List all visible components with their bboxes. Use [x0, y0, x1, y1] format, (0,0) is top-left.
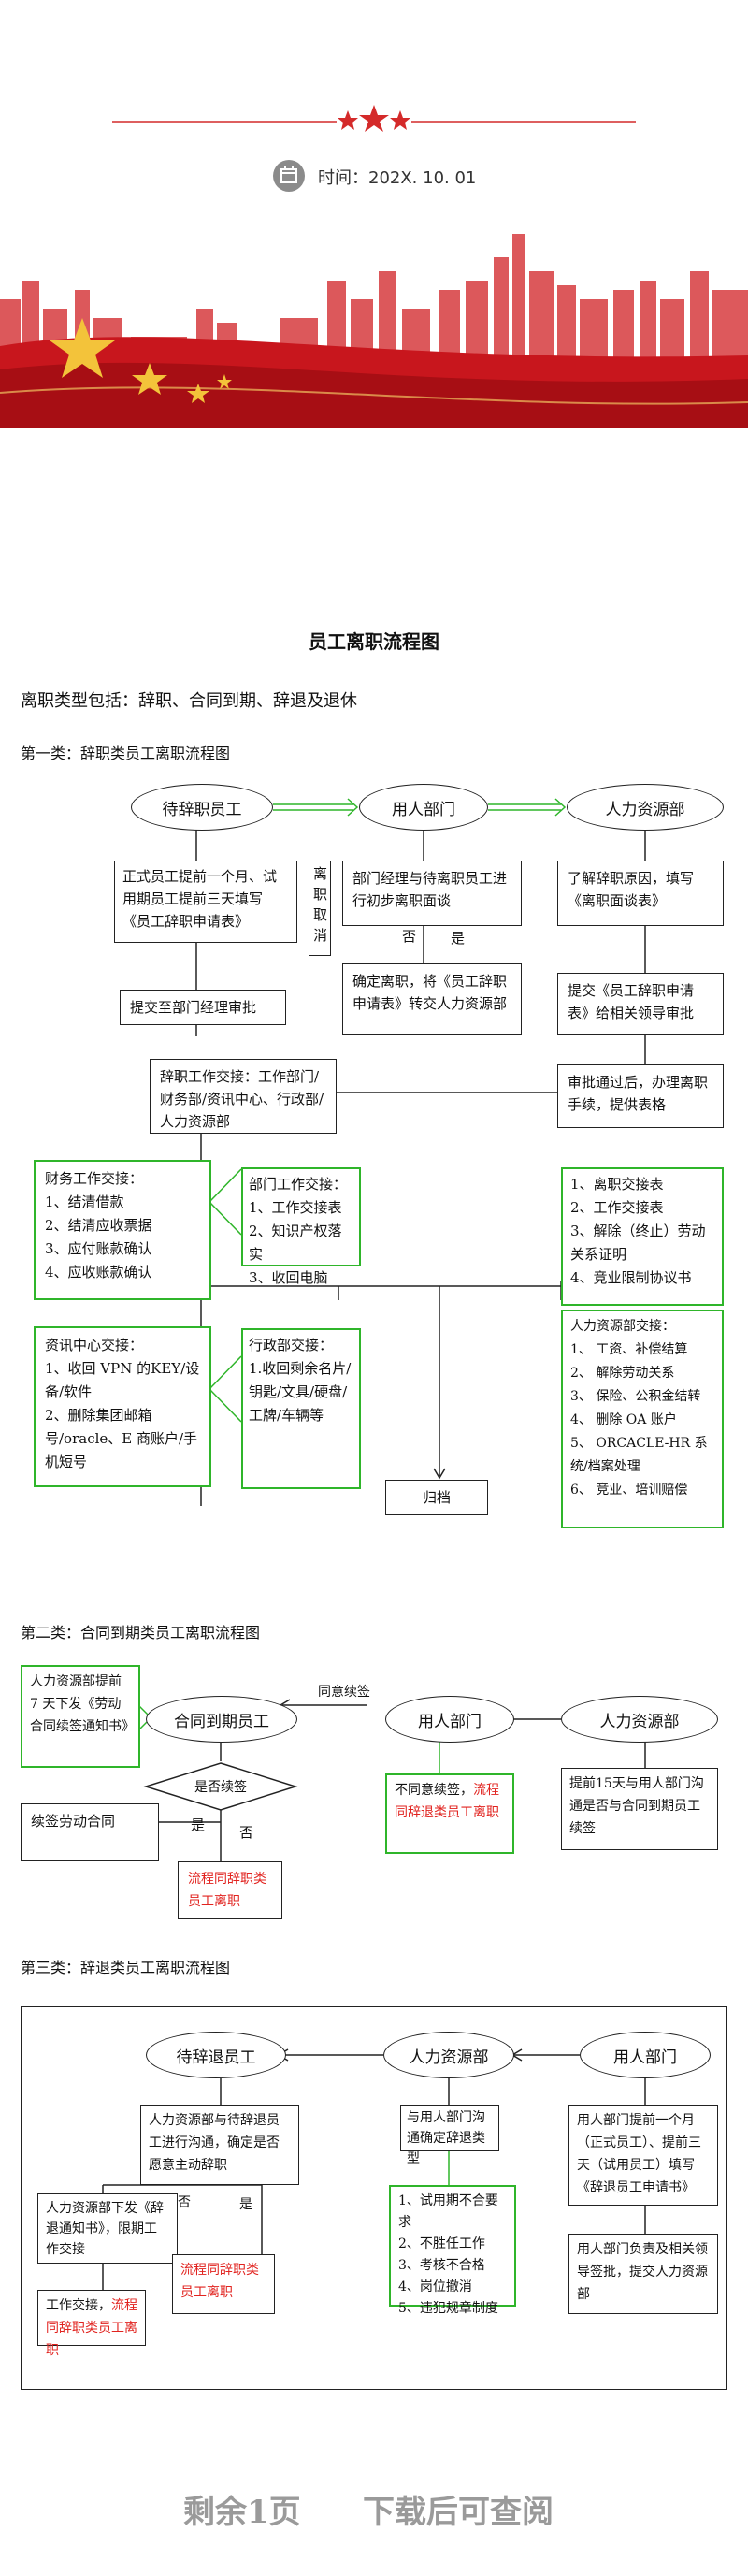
s1-label-no: 否 [402, 928, 417, 945]
list-item: 4、 删除 OA 账户 [570, 1412, 677, 1427]
star-icon [338, 110, 358, 130]
s1-admin-handover: 行政部交接： 1.收回剩余名片/钥匙/文具/硬盘/工牌/车辆等 [241, 1328, 361, 1489]
list-item: 2、不胜任工作 [398, 2236, 485, 2251]
types-line: 离职类型包括：辞职、合同到期、辞退及退休 [21, 691, 357, 711]
s2-box-notice: 人力资源部提前 7 天下发《劳动合同续签通知书》 [21, 1665, 140, 1768]
s3-label-no: 否 [178, 2195, 191, 2210]
s2-disagree-red: 流程同辞退类员工离职 [395, 1783, 499, 1820]
s1-box-hr-submit: 提交《员工辞职申请表》给相关领导审批 [557, 973, 724, 1035]
list-item: 2、知识产权落实 [249, 1223, 342, 1263]
s3-box-type: 与用人部门沟通确定辞退类型 [400, 2105, 499, 2166]
gold-star-icon [132, 363, 167, 395]
s1-label-yes: 是 [451, 930, 466, 947]
s1-box-withdraw: 离职取消 [309, 861, 331, 956]
s3-handover-red: 流程同辞职类员工离职 [46, 2298, 137, 2358]
s2-node-dept: 用人部门 [385, 1696, 514, 1743]
list-item: 2、 解除劳动关系 [570, 1366, 675, 1381]
list-item: 2、工作交接表 [570, 1199, 664, 1216]
s3-box-resign-flow: 流程同辞职类员工离职 [172, 2254, 275, 2314]
footer-remaining: 剩余1页 [183, 2494, 301, 2531]
section2-heading: 第二类：合同到期类员工离职流程图 [21, 1624, 261, 1642]
section1-heading: 第一类：辞职类员工离职流程图 [21, 745, 231, 762]
s1-box-archive: 归档 [385, 1480, 488, 1515]
s1-hr2-title: 人力资源部交接： [570, 1319, 675, 1334]
list-item: 1、收回 VPN 的KEY/设备/软件 [45, 1360, 200, 1400]
list-item: 3、应付账款确认 [45, 1240, 152, 1257]
date-label: 时间：202X. 10. 01 [318, 168, 477, 188]
s1-it-title: 资讯中心交接： [45, 1337, 144, 1353]
s3-box-dept-apply: 用人部门提前一个月（正式员工）、提前三天（试用员工）填写《辞退员工申请书》 [568, 2105, 718, 2206]
s2-box-renew: 续签劳动合同 [21, 1803, 159, 1861]
section3-heading: 第三类：辞退类员工离职流程图 [21, 1959, 231, 1976]
gold-star-icon [187, 384, 209, 403]
s3-frame [21, 2006, 727, 2390]
s1-box-approved: 审批通过后，办理离职手续，提供表格 [557, 1064, 724, 1128]
s3-box-hr-talk: 人力资源部与待辞退员工进行沟通，确定是否愿意主动辞职 [140, 2105, 299, 2185]
s3-node-employee: 待辞退员工 [146, 2032, 286, 2078]
s1-box-submit-form: 正式员工提前一个月、试用期员工提前三天填写《员工辞职申请表》 [114, 861, 297, 943]
page-title: 员工离职流程图 [309, 630, 439, 653]
s1-dept-handover: 部门工作交接： 1、工作交接表 2、知识产权落实 3、收回电脑 [241, 1167, 361, 1286]
s1-box-confirm: 确定离职，将《员工辞职申请表》转交人力资源部 [342, 963, 522, 1035]
s1-box-interview: 部门经理与待离职员工进行初步离职面谈 [342, 861, 522, 926]
gold-star-icon [50, 318, 115, 378]
s2-box-disagree: 不同意续签，流程同辞退类员工离职 [385, 1773, 514, 1854]
s2-label-no: 否 [239, 1824, 254, 1841]
s1-node-dept: 用人部门 [359, 784, 488, 831]
star-icon [359, 105, 389, 132]
list-item: 2、结清应收票据 [45, 1217, 152, 1234]
list-item: 1、离职交接表 [570, 1176, 664, 1193]
s1-finance-handover: 财务工作交接： 1、结清借款 2、结清应收票据 3、应付账款确认 4、应收账款确… [34, 1160, 211, 1300]
gold-star-icon [217, 374, 232, 389]
s1-admin-title: 行政部交接： [249, 1337, 334, 1353]
list-item: 3、收回电脑 [249, 1269, 328, 1286]
list-item: 4、应收账款确认 [45, 1264, 152, 1281]
s3-node-dept: 用人部门 [580, 2032, 711, 2078]
s3-label-yes: 是 [239, 2197, 252, 2212]
s2-node-hr: 人力资源部 [561, 1696, 718, 1743]
list-item: 3、考核不合格 [398, 2258, 485, 2273]
list-item: 1、结清借款 [45, 1194, 124, 1210]
s3-node-hr: 人力资源部 [383, 2032, 514, 2078]
star-icon [390, 110, 410, 130]
header-decoration [0, 105, 748, 428]
s1-it-handover: 资讯中心交接： 1、收回 VPN 的KEY/设备/软件 2、删除集团邮箱号/or… [34, 1326, 211, 1487]
list-item: 4、岗位撤消 [398, 2279, 472, 2294]
list-item: 5、违犯规章制度 [398, 2301, 498, 2316]
s2-label-yes: 是 [191, 1816, 206, 1833]
list-item: 1、工作交接表 [249, 1199, 342, 1216]
list-item: 3、解除（终止）劳动关系证明 [570, 1223, 706, 1263]
s2-label-agree: 同意续签 [318, 1685, 370, 1700]
s2-box-hr-communicate: 提前15天与用人部门沟通是否与合同到期员工续签 [561, 1768, 718, 1850]
list-item: 1.收回剩余名片/钥匙/文具/硬盘/工牌/车辆等 [249, 1360, 352, 1424]
s2-decision-label: 是否续签 [194, 1780, 247, 1795]
s2-box-to-resign-flow: 流程同辞职类员工离职 [178, 1861, 282, 1919]
s3-box-dismiss-notice: 人力资源部下发《辞退通知书》，限期工作交接 [37, 2193, 178, 2264]
list-item: 1、 工资、补偿结算 [570, 1342, 688, 1357]
s1-hr-forms: 1、离职交接表 2、工作交接表 3、解除（终止）劳动关系证明 4、竞业限制协议书 [561, 1167, 724, 1306]
list-item: 4、竞业限制协议书 [570, 1269, 692, 1286]
s1-node-employee: 待辞职员工 [131, 784, 273, 831]
list-item: 3、 保险、公积金结转 [570, 1389, 701, 1404]
s1-box-handover-depts: 辞职工作交接：工作部门/财务部/资讯中心、行政部/人力资源部 [150, 1059, 337, 1134]
list-item: 6、 竞业、培训赔偿 [570, 1483, 688, 1498]
s2-disagree-text: 不同意续签， [395, 1783, 473, 1798]
s3-type-list: 1、试用期不合要求 2、不胜任工作 3、考核不合格 4、岗位撤消 5、违犯规章制… [389, 2185, 516, 2316]
header: 时间：202X. 10. 01 [0, 0, 748, 440]
calendar-icon [273, 160, 305, 192]
footer-download: 下载后可查阅 [363, 2494, 554, 2531]
list-item: 5、 ORCACLE-HR 系统/档案处理 [570, 1436, 708, 1474]
s1-dept-title: 部门工作交接： [249, 1176, 348, 1193]
list-item: 2、删除集团邮箱号/oracle、E 商账户/手机短号 [45, 1407, 198, 1470]
s3-box-handover: 工作交接，流程同辞职类员工离职 [37, 2290, 146, 2358]
s3-handover-text: 工作交接， [46, 2298, 111, 2313]
s1-finance-title: 财务工作交接： [45, 1170, 144, 1187]
s1-box-hr-reason: 了解辞职原因，填写《离职面谈表》 [557, 861, 724, 926]
s1-hr-handover: 人力资源部交接： 1、 工资、补偿结算 2、 解除劳动关系 3、 保险、公积金结… [561, 1310, 724, 1528]
s2-node-employee: 合同到期员工 [146, 1696, 297, 1743]
s3-box-dept-approve: 用人部门负责及相关领导签批，提交人力资源部 [568, 2234, 718, 2314]
s1-box-to-manager: 提交至部门经理审批 [120, 990, 286, 1025]
s1-node-hr: 人力资源部 [567, 784, 724, 831]
list-item: 1、试用期不合要求 [398, 2193, 498, 2230]
